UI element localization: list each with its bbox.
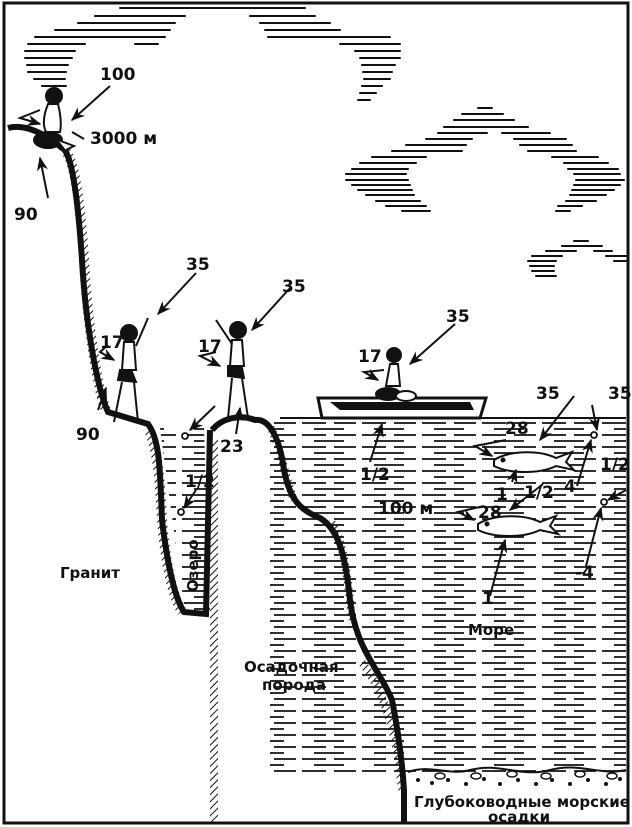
label-lake: Озеро — [184, 539, 202, 592]
fish-lower — [477, 514, 562, 537]
label-sedimentary-1: Осадочная — [244, 658, 339, 676]
sedimentary-rock — [209, 414, 407, 822]
label-cliff-feet: 90 — [76, 425, 100, 445]
label-surface-point-below: 4 — [564, 477, 576, 497]
granite-rock — [7, 123, 213, 618]
label-depth: 100 м — [378, 499, 433, 519]
label-rock-body: 17 — [198, 337, 222, 357]
label-boat-body: 17 — [358, 347, 382, 367]
figure-boat — [375, 347, 417, 402]
measurement-points — [177, 431, 608, 516]
label-fish2-above: 1/2 — [524, 483, 554, 503]
label-cliff-body: 17 — [100, 333, 124, 353]
deep-sea-sediments — [407, 766, 627, 786]
label-cliff-head: 35 — [186, 255, 210, 275]
label-deep-point-above: 1/2 — [600, 455, 630, 475]
label-fish1-side: 28 — [505, 419, 529, 439]
figure-cliff — [113, 317, 149, 423]
label-boat-head: 35 — [446, 307, 470, 327]
label-fish2-below: 1 — [482, 589, 494, 609]
label-rock-head: 35 — [282, 277, 306, 297]
label-altitude: 3000 м — [90, 129, 157, 149]
sea-water — [270, 418, 626, 772]
label-boat-below: 1/2 — [360, 465, 390, 485]
label-deep-sediments-1: Глубоководные морские — [414, 793, 630, 811]
cloud-middle — [345, 107, 625, 212]
label-sedimentary-2: порода — [262, 676, 326, 694]
boat — [316, 396, 489, 420]
label-granite: Гранит — [60, 564, 120, 582]
arrows — [16, 85, 627, 597]
clouds — [24, 7, 627, 277]
label-fish1-above: 35 — [536, 384, 560, 404]
figure-mountain — [33, 87, 77, 151]
lake-water — [160, 428, 210, 612]
label-deep-point-below: -4 — [575, 563, 594, 583]
label-rock-feet: 23 — [220, 437, 244, 457]
label-surface-point-above: 35 — [608, 384, 632, 404]
cloud-top — [24, 7, 401, 101]
label-sea: Море — [468, 621, 514, 639]
cloud-right — [527, 240, 627, 277]
figure-rock — [215, 319, 249, 419]
label-lake-deep: 1/2 — [185, 472, 215, 492]
label-mountain-body: 90 — [14, 205, 38, 225]
label-fish1-below: 1 — [496, 485, 508, 505]
label-deep-sediments-2: осадки — [488, 808, 550, 826]
label-mountain-head: 100 — [100, 65, 136, 85]
label-fish2-side: 28 — [478, 503, 502, 523]
